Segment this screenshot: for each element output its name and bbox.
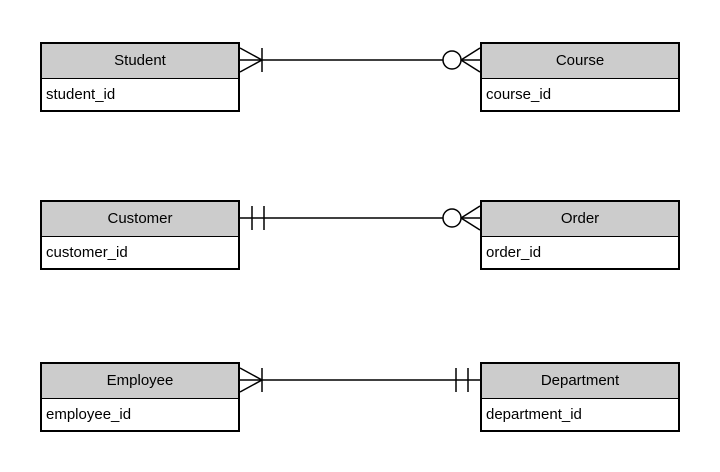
entity-title: Employee <box>42 364 238 399</box>
entity-title: Student <box>42 44 238 79</box>
relationship-customer-order <box>240 205 481 231</box>
entity-attribute: order_id <box>486 244 542 261</box>
exactly-one-icon <box>455 368 469 392</box>
entity-attribute: course_id <box>486 86 552 103</box>
one-or-many-icon <box>239 367 263 393</box>
entity-attribute: employee_id <box>46 406 132 423</box>
entity-title: Course <box>482 44 678 79</box>
relationship-student-course <box>239 47 481 73</box>
entity-customer: Customer customer_id <box>40 200 240 270</box>
entity-student: Student student_id <box>40 42 240 112</box>
entity-employee: Employee employee_id <box>40 362 240 432</box>
one-or-many-icon <box>239 47 263 73</box>
entity-department: Department department_id <box>480 362 680 432</box>
zero-or-many-icon <box>442 47 481 73</box>
entity-order: Order order_id <box>480 200 680 270</box>
entity-title: Department <box>482 364 678 399</box>
exactly-one-icon <box>251 206 265 230</box>
zero-or-many-icon <box>442 205 481 231</box>
entity-attribute: student_id <box>46 86 116 103</box>
entity-attribute: customer_id <box>46 244 128 261</box>
entity-course: Course course_id <box>480 42 680 112</box>
entity-title: Customer <box>42 202 238 237</box>
relationship-employee-department <box>239 367 480 393</box>
entity-title: Order <box>482 202 678 237</box>
entity-attribute: department_id <box>486 406 582 423</box>
